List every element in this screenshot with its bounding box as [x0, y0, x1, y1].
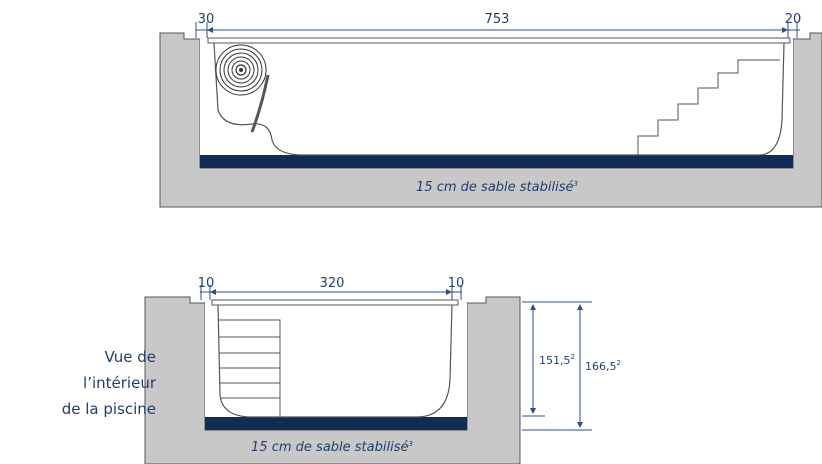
cross-dim-main-label: 320 — [320, 276, 345, 291]
depth-outer-label: 166,52 — [585, 359, 621, 373]
long-sand-sup: 3 — [573, 180, 577, 188]
cross-sand-text: 15 cm de sable stabilisé — [251, 440, 408, 455]
side-label-line2: l’intérieur — [83, 374, 156, 392]
cover-roller-icon — [215, 44, 267, 96]
cross-section-sand-layer — [205, 417, 467, 430]
cross-section-pool-shell — [217, 304, 453, 418]
long-section-excavation — [200, 39, 793, 168]
cross-sand-sup: 3 — [408, 440, 412, 448]
cross-section-width-dimensions — [200, 285, 462, 300]
long-section-pool-lip — [207, 37, 791, 44]
cross-section-steps — [219, 319, 281, 417]
long-dim-left-label: 30 — [198, 12, 215, 27]
long-section-dimensions — [195, 22, 800, 38]
depth-inner-sup: 2 — [571, 353, 575, 361]
cross-dim-left-label: 10 — [198, 276, 215, 291]
depth-outer-text: 166,5 — [585, 360, 617, 373]
long-section-steps — [637, 59, 780, 155]
side-label-line1: Vue de — [104, 348, 157, 366]
cross-section-depth-dimensions — [522, 301, 592, 431]
long-section: 30 753 20 15 cm de sable stabilisé3 — [159, 12, 822, 208]
cross-sand-label: 15 cm de sable stabilisé3 — [251, 440, 413, 455]
side-label: Vue de l’intérieur de la piscine — [0, 344, 156, 422]
long-dim-right-label: 20 — [785, 12, 802, 27]
long-section-pool-shell — [213, 42, 785, 156]
long-dim-main-label: 753 — [485, 12, 510, 27]
depth-outer-sup: 2 — [617, 359, 621, 367]
cross-dim-right-label: 10 — [448, 276, 465, 291]
long-sand-text: 15 cm de sable stabilisé — [416, 180, 573, 195]
cross-section: 10 320 10 151,52 166,52 15 cm de sable s… — [144, 276, 621, 464]
cross-section-excavation — [205, 303, 467, 430]
depth-inner-label: 151,52 — [539, 353, 575, 367]
cross-section-pool-lip — [211, 299, 459, 306]
long-section-sand-layer — [200, 155, 793, 168]
roller-guide-rail — [250, 74, 270, 133]
long-sand-label: 15 cm de sable stabilisé3 — [416, 180, 578, 195]
depth-inner-text: 151,5 — [539, 354, 571, 367]
side-label-line3: de la piscine — [61, 400, 156, 418]
